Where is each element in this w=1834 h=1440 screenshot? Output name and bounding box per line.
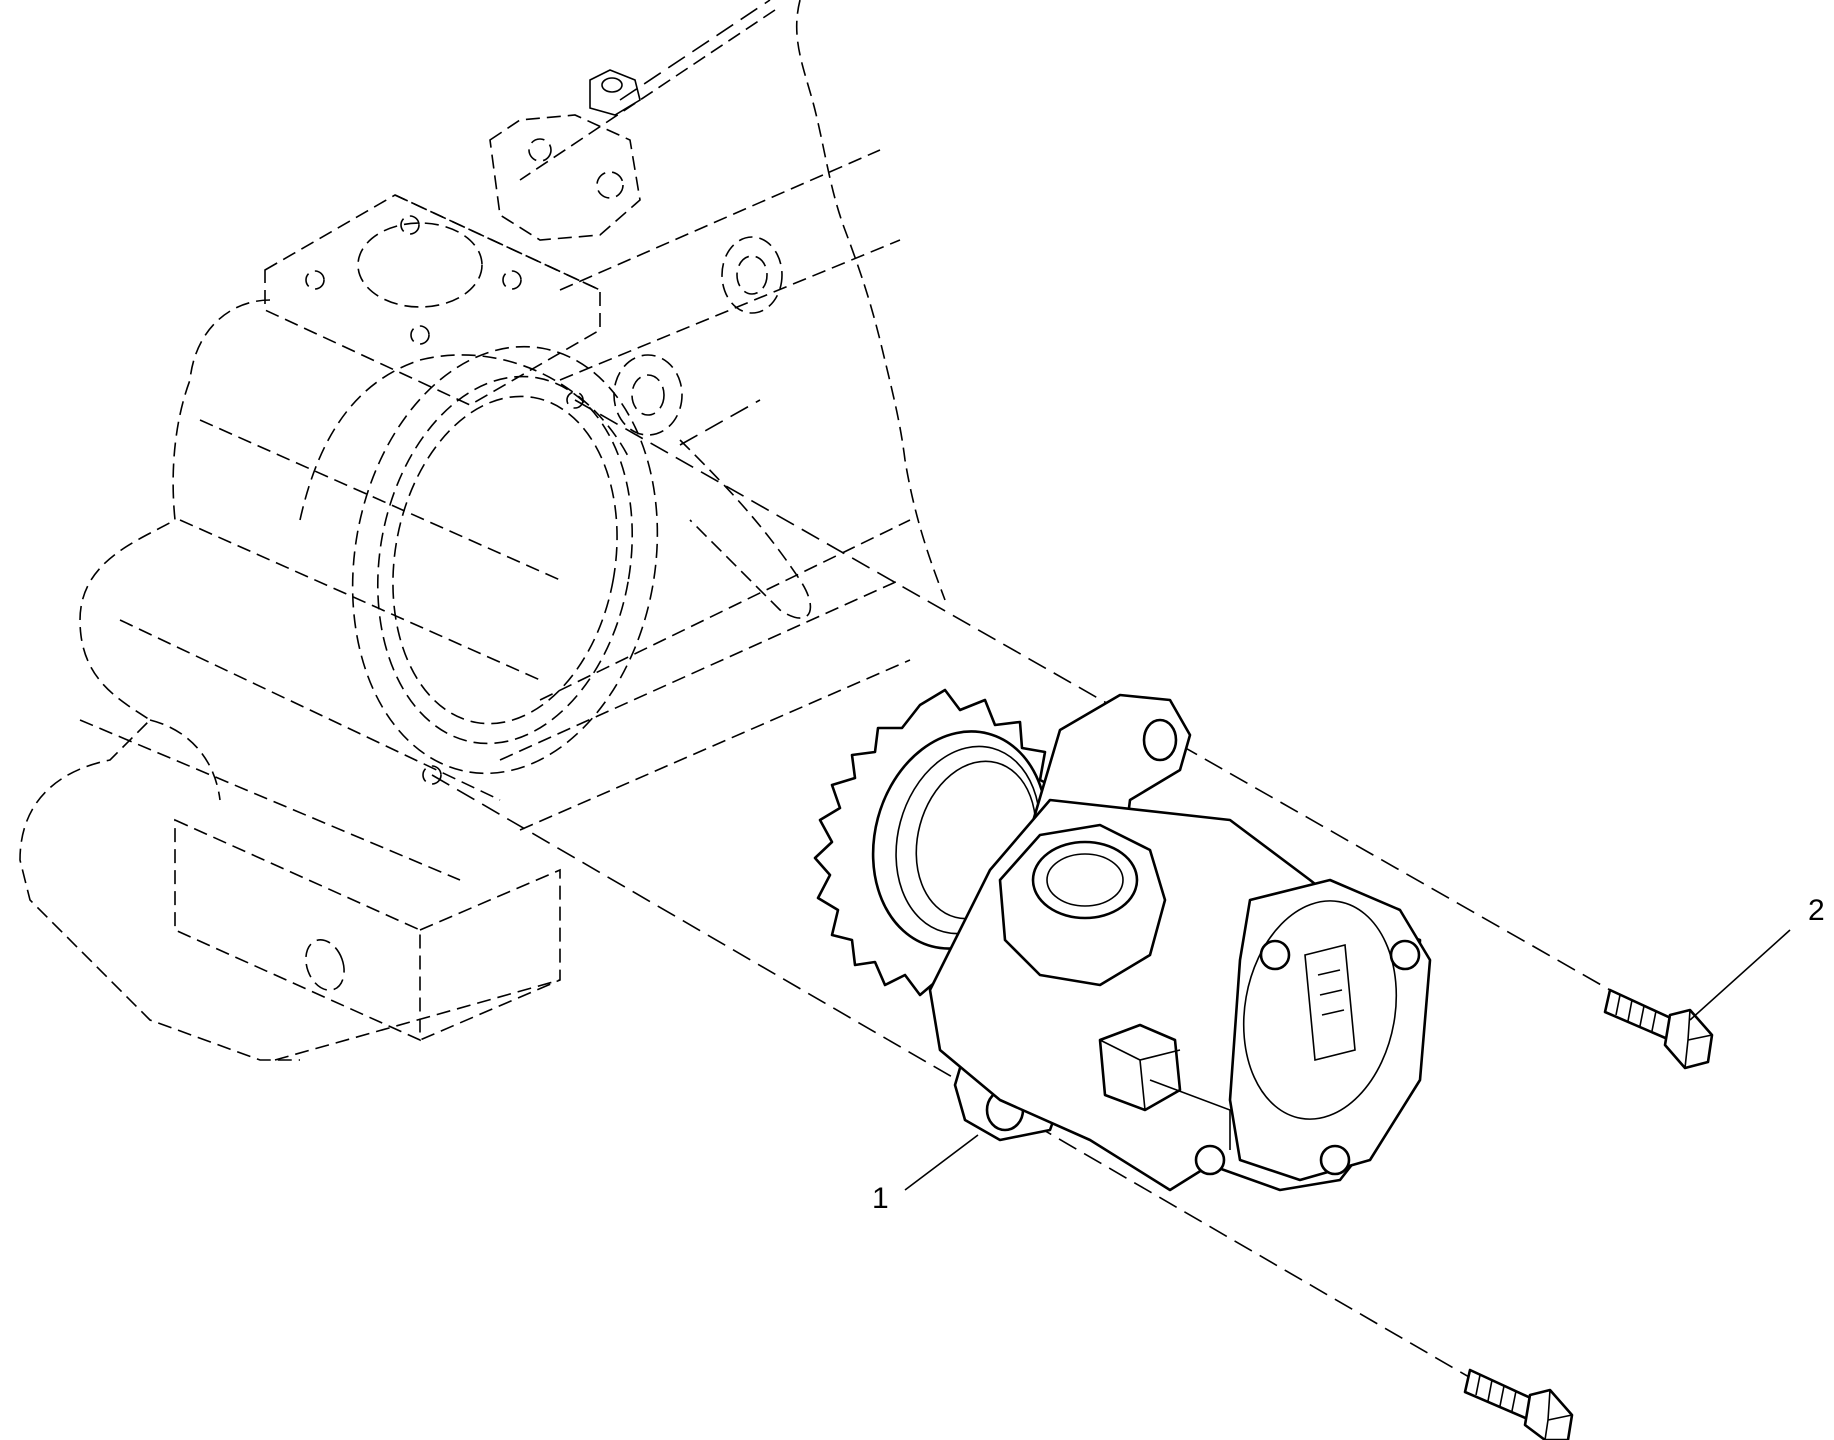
flange-bolt-lower[interactable] [1463,1368,1574,1440]
flange-bolt-upper[interactable] [1603,988,1714,1070]
callout-2-label: 2 [1808,894,1825,927]
hydraulic-pump-with-gear-icon[interactable] [813,688,1432,1192]
callout-2-leader [1689,929,1791,1021]
assembly-axis-lines [431,0,1611,1396]
engine-housing-phantom [19,0,946,1061]
callout-1-label: 1 [872,1182,889,1215]
callout-1-leader [904,1134,979,1191]
